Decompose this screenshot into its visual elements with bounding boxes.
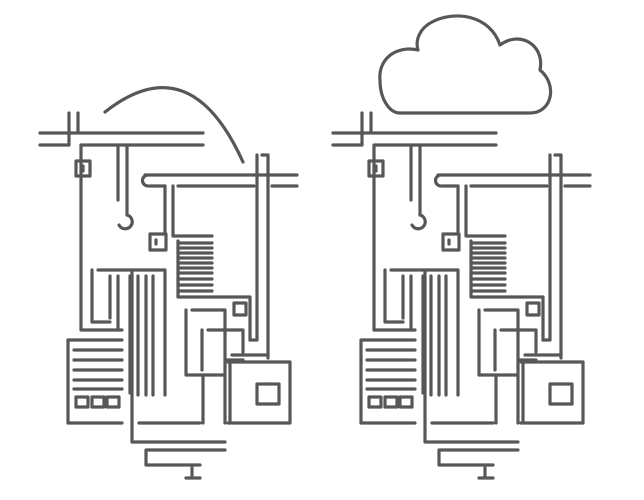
cloud-icon — [378, 14, 553, 115]
circuit-figure-left — [38, 86, 299, 480]
arc-shape — [103, 86, 245, 164]
circuit-figure-right — [331, 111, 592, 480]
